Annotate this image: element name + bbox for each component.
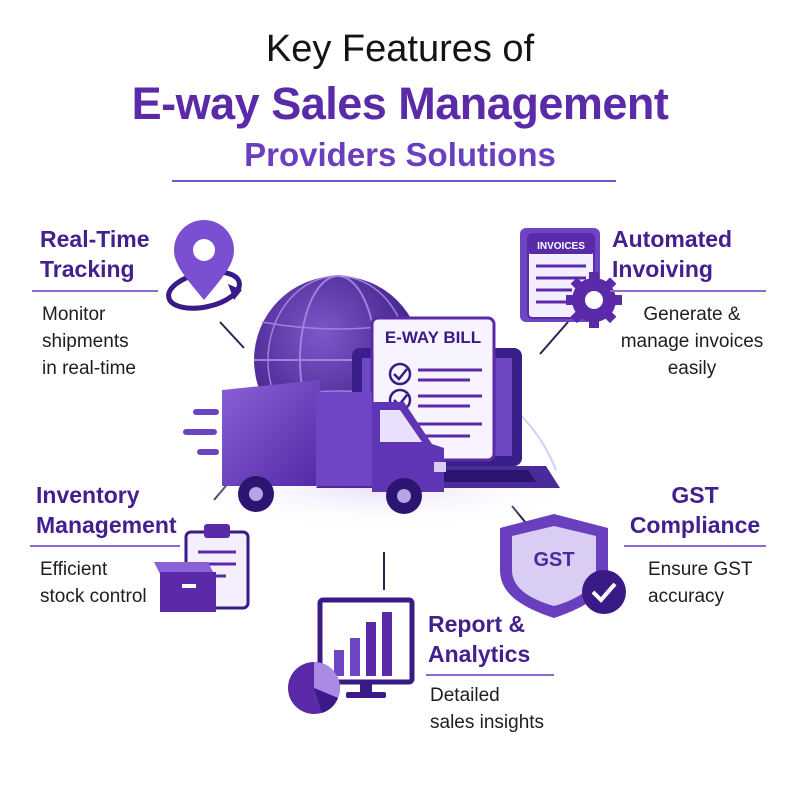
feature-inventory-description: Efficient stock control [40, 559, 147, 607]
location-pin-icon [166, 220, 242, 311]
feature-invoicing-divider [610, 290, 766, 292]
connector-invoicing [539, 321, 569, 355]
feature-gst-description: Ensure GST accuracy [648, 559, 753, 607]
feature-reports-divider [426, 674, 554, 676]
feature-tracking-divider [32, 290, 158, 292]
title-divider [172, 180, 616, 182]
feature-inventory-title: Inventory Management [36, 482, 177, 538]
feature-gst-divider [624, 545, 766, 547]
central-illustration [175, 275, 585, 530]
analytics-monitor-icon [288, 597, 415, 714]
feature-gst-title: GST Compliance [629, 482, 761, 538]
delivery-truck-icon [183, 380, 446, 514]
gear-icon [566, 272, 622, 328]
feature-tracking-description: Monitor shipments in real-time [42, 304, 136, 379]
pie-chart-icon [288, 662, 340, 714]
gst-icon-label: GST [533, 549, 574, 571]
invoices-icon-label: INVOICES [537, 241, 585, 252]
gst-shield-icon [500, 514, 626, 618]
eway-bill-label: E-WAY BILL [384, 328, 482, 347]
feature-invoicing-title: Automated Invoiving [612, 226, 733, 282]
feature-reports-description: Detailed sales insights [430, 685, 545, 733]
invoice-gear-icon [520, 228, 622, 328]
title-line-3: Providers Solutions [244, 136, 556, 173]
feature-inventory-divider [30, 545, 180, 547]
title-line-2: E-way Sales Management [131, 78, 669, 129]
feature-reports-title: Report & Analytics [428, 611, 531, 667]
connector-tracking [219, 321, 245, 349]
feature-tracking-title: Real-Time Tracking [40, 226, 150, 282]
clipboard-box-icon [154, 524, 250, 612]
title-line-1: Key Features of [265, 28, 535, 70]
feature-invoicing-description: Generate & manage invoices easily [620, 304, 764, 379]
